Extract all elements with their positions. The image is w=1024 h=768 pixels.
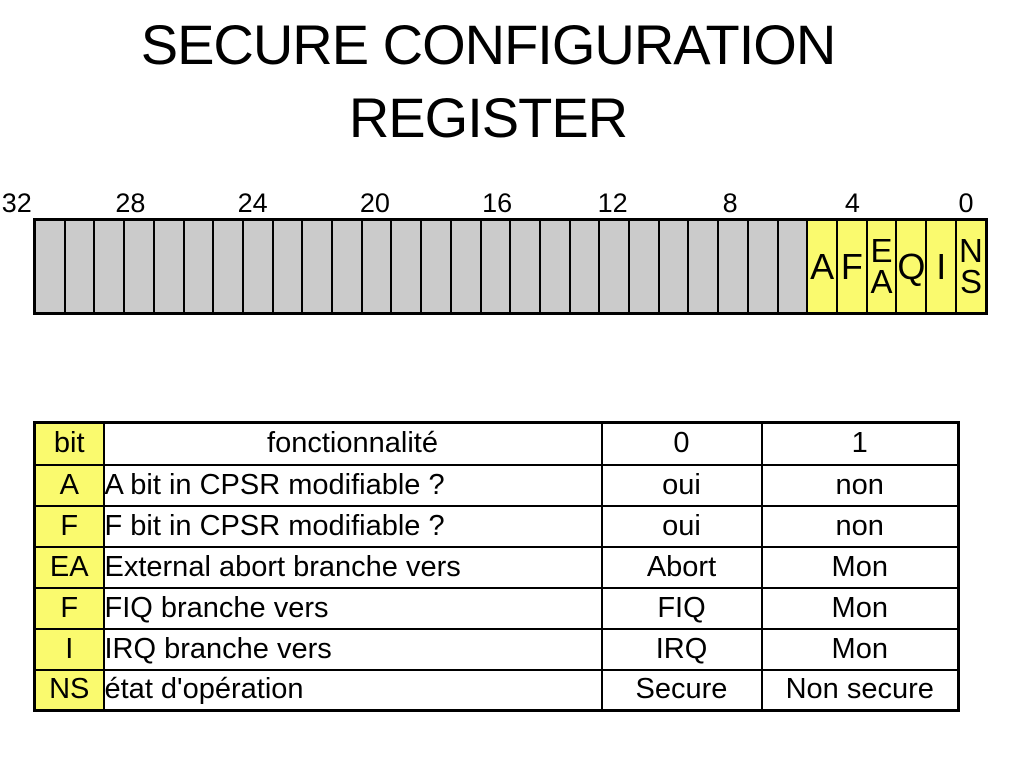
row-bit: NS bbox=[33, 668, 105, 712]
bit-function-table: bit fonctionnalité 0 1 A A bit in CPSR m… bbox=[33, 421, 960, 712]
table-header-row: bit fonctionnalité 0 1 bbox=[33, 421, 960, 466]
register-bit-cell-unused bbox=[331, 221, 361, 312]
register-bit-cell-unused bbox=[420, 221, 450, 312]
register-bit-cell-unused bbox=[687, 221, 718, 312]
row-val1: Mon bbox=[760, 627, 960, 671]
row-func: IRQ branche vers bbox=[102, 627, 603, 671]
row-bit: I bbox=[33, 627, 105, 671]
register-bit-cell-unused bbox=[271, 221, 302, 312]
row-func: F bit in CPSR modifiable ? bbox=[102, 504, 603, 548]
row-bit: EA bbox=[33, 545, 105, 589]
row-val1: non bbox=[760, 504, 960, 548]
row-val0: FIQ bbox=[600, 586, 763, 630]
row-val0: Secure bbox=[600, 668, 763, 712]
register-bit-cell-I: I bbox=[925, 221, 956, 312]
register-bit-cell-unused bbox=[449, 221, 480, 312]
register-bit-cell-unused bbox=[717, 221, 747, 312]
register-bit-label-Q: Q bbox=[897, 245, 926, 287]
bit-scale-label-12: 12 bbox=[597, 188, 628, 218]
row-bit: F bbox=[33, 586, 105, 630]
register-bit-cell-Q: Q bbox=[895, 221, 926, 312]
row-val0: Abort bbox=[600, 545, 763, 589]
register-bit-cell-unused bbox=[123, 221, 153, 312]
bit-scale-label-20: 20 bbox=[359, 188, 390, 218]
register-bit-cell-unused bbox=[36, 221, 64, 312]
register-bit-cell-unused bbox=[241, 221, 272, 312]
register-diagram: 32 28 24 20 16 12 8 4 0 A F E A Q bbox=[2, 188, 988, 315]
row-val1: Mon bbox=[760, 545, 960, 589]
row-func: External abort branche vers bbox=[102, 545, 603, 589]
row-bit: A bbox=[33, 463, 105, 507]
bit-scale-label-16: 16 bbox=[482, 188, 513, 218]
register-bit-cell-unused bbox=[509, 221, 539, 312]
register-bit-cell-unused bbox=[628, 221, 658, 312]
slide-title-line1: SECURE CONFIGURATION bbox=[140, 13, 837, 76]
register-bit-cell-unused bbox=[657, 221, 688, 312]
register-bit-label-EA: E A bbox=[870, 232, 893, 300]
slide-title: SECURE CONFIGURATION REGISTER bbox=[0, 8, 976, 154]
row-val1: Mon bbox=[760, 586, 960, 630]
register-bit-label-I: I bbox=[936, 245, 947, 287]
register-cells: A F E A Q I N S bbox=[33, 218, 988, 315]
bit-scale-label-28: 28 bbox=[115, 188, 146, 218]
row-val1: non bbox=[760, 463, 960, 507]
table-header-func: fonctionnalité bbox=[102, 421, 603, 466]
register-bit-cell-unused bbox=[63, 221, 94, 312]
table-row-A: A A bit in CPSR modifiable ? oui non bbox=[33, 463, 960, 507]
row-func: FIQ branche vers bbox=[102, 586, 603, 630]
bit-scale-label-8: 8 bbox=[722, 188, 738, 218]
row-val0: oui bbox=[600, 463, 763, 507]
bit-scale-label-24: 24 bbox=[237, 188, 268, 218]
register-bit-label-F: F bbox=[840, 245, 863, 287]
table-row-EA: EA External abort branche vers Abort Mon bbox=[33, 545, 960, 589]
row-func: état d'opération bbox=[102, 668, 603, 712]
slide-title-line2: REGISTER bbox=[348, 86, 628, 149]
table-row-NS: NS état d'opération Secure Non secure bbox=[33, 668, 960, 712]
register-bit-cell-unused bbox=[182, 221, 213, 312]
register-bit-cell-unused bbox=[301, 221, 332, 312]
register-bit-cell-A: A bbox=[806, 221, 836, 312]
table-row-IRQ: I IRQ branche vers IRQ Mon bbox=[33, 627, 960, 671]
register-bit-cell-unused bbox=[152, 221, 183, 312]
table-header-0: 0 bbox=[600, 421, 763, 466]
register-bit-cell-unused bbox=[776, 221, 807, 312]
register-bit-cell-unused bbox=[212, 221, 242, 312]
row-val0: oui bbox=[600, 504, 763, 548]
table-row-F: F F bit in CPSR modifiable ? oui non bbox=[33, 504, 960, 548]
table-row-FIQ: F FIQ branche vers FIQ Mon bbox=[33, 586, 960, 630]
row-func: A bit in CPSR modifiable ? bbox=[102, 463, 603, 507]
table-header-bit: bit bbox=[33, 421, 105, 466]
row-bit: F bbox=[33, 504, 105, 548]
table-header-1: 1 bbox=[760, 421, 960, 466]
register-bit-cell-unused bbox=[390, 221, 421, 312]
register-bit-cell-unused bbox=[360, 221, 391, 312]
bit-scale-label-0: 0 bbox=[958, 188, 974, 218]
row-val0: IRQ bbox=[600, 627, 763, 671]
register-bit-cell-unused bbox=[598, 221, 629, 312]
register-bit-cell-unused bbox=[568, 221, 599, 312]
bit-scale-label-4: 4 bbox=[844, 188, 860, 218]
register-bit-cell-EA: E A bbox=[865, 221, 896, 312]
register-bit-label-A: A bbox=[810, 245, 835, 287]
register-bit-cell-F: F bbox=[835, 221, 866, 312]
bit-scale-label-32: 32 bbox=[1, 188, 32, 218]
row-val1: Non secure bbox=[760, 668, 960, 712]
register-bit-label-NS: N S bbox=[959, 232, 983, 300]
register-bit-cell-NS: N S bbox=[955, 221, 985, 312]
register-bit-cell-unused bbox=[93, 221, 124, 312]
register-bit-cell-unused bbox=[538, 221, 569, 312]
register-bit-scale: 32 28 24 20 16 12 8 4 0 bbox=[2, 188, 988, 218]
register-bit-cell-unused bbox=[479, 221, 510, 312]
register-bit-cell-unused bbox=[746, 221, 777, 312]
